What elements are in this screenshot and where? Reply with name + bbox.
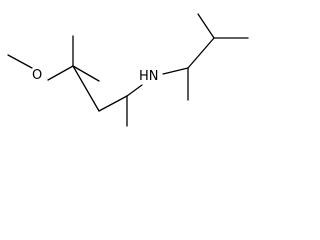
nitrogen-atom-label: HN <box>139 69 159 84</box>
bond-ch-to-nitrogen <box>126 84 143 97</box>
bond-ch2-to-ch <box>98 95 128 112</box>
bond-right-ch-to-isopropyl <box>187 37 215 69</box>
bond-carbon-oxygen <box>47 65 74 81</box>
bond-nitrogen-to-ch <box>162 67 189 75</box>
molecule-structure-canvas: O HN <box>0 0 256 145</box>
skeletal-structure-diagram: O HN <box>7 13 249 127</box>
bond-quaternary-methyl-right <box>72 65 100 82</box>
oxygen-atom-label: O <box>32 68 42 83</box>
bond-quaternary-to-ch2 <box>72 65 100 112</box>
bond-isopropyl-methyl-up <box>197 13 215 39</box>
bond-oxygen-methyl <box>7 54 33 69</box>
